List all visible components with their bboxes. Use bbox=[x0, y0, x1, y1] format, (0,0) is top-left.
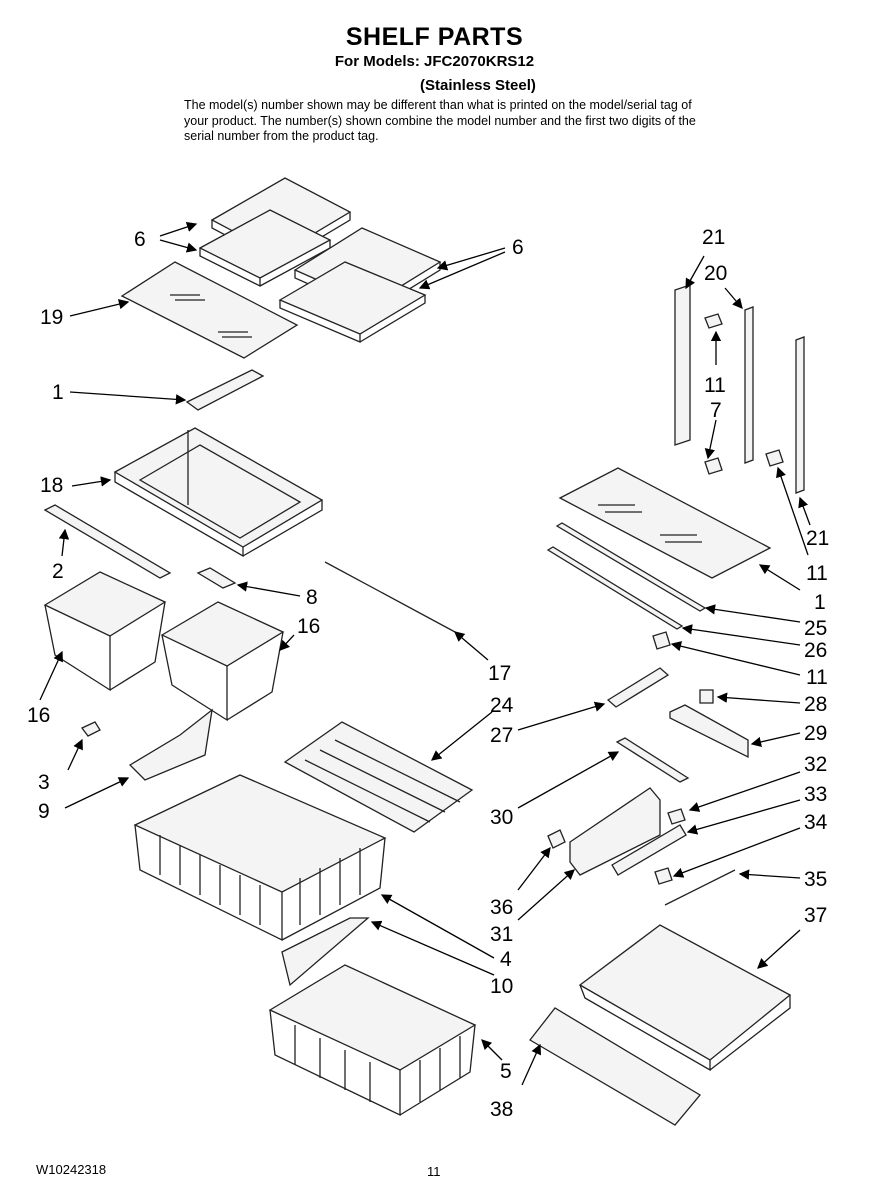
callout-11-right: 11 bbox=[806, 562, 828, 585]
callout-9: 9 bbox=[38, 800, 50, 823]
page-number: 11 bbox=[427, 1164, 441, 1179]
screw-3 bbox=[80, 721, 101, 737]
callout-16-right: 16 bbox=[297, 615, 320, 638]
crisper-drawer-right bbox=[160, 601, 285, 722]
clip-8 bbox=[196, 567, 237, 589]
screw-7 bbox=[704, 457, 723, 475]
crisper-drawer-left bbox=[43, 571, 167, 692]
wire-shelf-24 bbox=[283, 721, 474, 833]
finish-line: (Stainless Steel) bbox=[420, 77, 536, 94]
callout-30: 30 bbox=[490, 806, 513, 829]
rod-17 bbox=[324, 561, 456, 633]
page-title: SHELF PARTS bbox=[345, 23, 524, 51]
bracket-29 bbox=[669, 704, 749, 759]
rail-2 bbox=[43, 504, 172, 579]
callout-37: 37 bbox=[804, 904, 827, 927]
callout-17: 17 bbox=[488, 662, 511, 685]
callout-5: 5 bbox=[500, 1060, 512, 1083]
divider-bracket-1 bbox=[185, 369, 265, 411]
callout-20: 20 bbox=[704, 262, 727, 285]
part-28 bbox=[699, 689, 714, 704]
callout-10: 10 bbox=[490, 975, 513, 998]
callout-32: 32 bbox=[804, 753, 827, 776]
bracket-9 bbox=[128, 708, 213, 781]
callout-36: 36 bbox=[490, 896, 513, 919]
callout-38: 38 bbox=[490, 1098, 513, 1121]
callout-16-left: 16 bbox=[27, 704, 50, 727]
wire-harness bbox=[664, 869, 736, 906]
wire-basket-4 bbox=[133, 774, 387, 942]
callout-34: 34 bbox=[804, 811, 828, 834]
callout-25: 25 bbox=[804, 617, 827, 640]
model-note: The model(s) number shown may be differe… bbox=[184, 98, 696, 143]
screw-11-upper bbox=[704, 313, 723, 329]
callout-1-right: 1 bbox=[814, 591, 826, 614]
glass-shelf-19 bbox=[120, 261, 299, 359]
callout-6-right: 6 bbox=[512, 236, 524, 259]
rail-left-vertical bbox=[674, 284, 691, 446]
callout-21-right: 21 bbox=[806, 527, 829, 550]
rail-30 bbox=[615, 737, 690, 783]
screw-11-right bbox=[765, 449, 784, 467]
callout-1-left: 1 bbox=[52, 381, 64, 404]
glass-shelf-right bbox=[558, 467, 772, 579]
page-header: SHELF PARTS For Models: JFC2070KRS12 bbox=[0, 22, 869, 71]
screw-35 bbox=[654, 867, 673, 885]
callout-11-middle: 11 bbox=[806, 666, 828, 689]
callout-8: 8 bbox=[306, 586, 318, 609]
callout-labels: 6 6 19 1 18 2 8 16 16 17 3 9 4 10 5 24 2… bbox=[27, 226, 829, 1121]
divider-10 bbox=[281, 917, 370, 987]
callout-19: 19 bbox=[40, 306, 63, 329]
screw-33 bbox=[667, 808, 686, 825]
callout-31: 31 bbox=[490, 923, 513, 946]
callout-27: 27 bbox=[490, 724, 513, 747]
callout-18: 18 bbox=[40, 474, 63, 497]
rail-middle-vertical bbox=[744, 306, 754, 464]
callout-6-left: 6 bbox=[134, 228, 146, 251]
callout-2: 2 bbox=[52, 560, 64, 583]
crisper-frame-18 bbox=[113, 427, 324, 558]
callout-11-upper: 11 bbox=[704, 374, 726, 397]
screw-11-middle bbox=[652, 631, 671, 650]
callout-24: 24 bbox=[490, 694, 514, 717]
callout-7: 7 bbox=[710, 399, 722, 422]
callout-26: 26 bbox=[804, 639, 827, 662]
pan-37 bbox=[578, 924, 792, 1072]
wire-basket-5 bbox=[268, 964, 477, 1117]
document-number: W10242318 bbox=[36, 1162, 107, 1177]
shelf-frame-lower-right bbox=[278, 261, 427, 343]
callout-35: 35 bbox=[804, 868, 827, 891]
callout-4: 4 bbox=[500, 948, 512, 971]
rail-right-vertical bbox=[795, 336, 805, 494]
housing-31 bbox=[569, 787, 661, 876]
callout-33: 33 bbox=[804, 783, 827, 806]
callout-28: 28 bbox=[804, 693, 827, 716]
models-line: For Models: JFC2070KRS12 bbox=[334, 53, 535, 70]
leader-lines bbox=[39, 221, 811, 1086]
callout-21-top: 21 bbox=[702, 226, 725, 249]
callout-3: 3 bbox=[38, 771, 50, 794]
cover-38 bbox=[529, 1007, 701, 1126]
part-36 bbox=[547, 829, 566, 849]
handle-27 bbox=[606, 667, 670, 708]
cover-34 bbox=[611, 824, 687, 876]
callout-29: 29 bbox=[804, 722, 827, 745]
